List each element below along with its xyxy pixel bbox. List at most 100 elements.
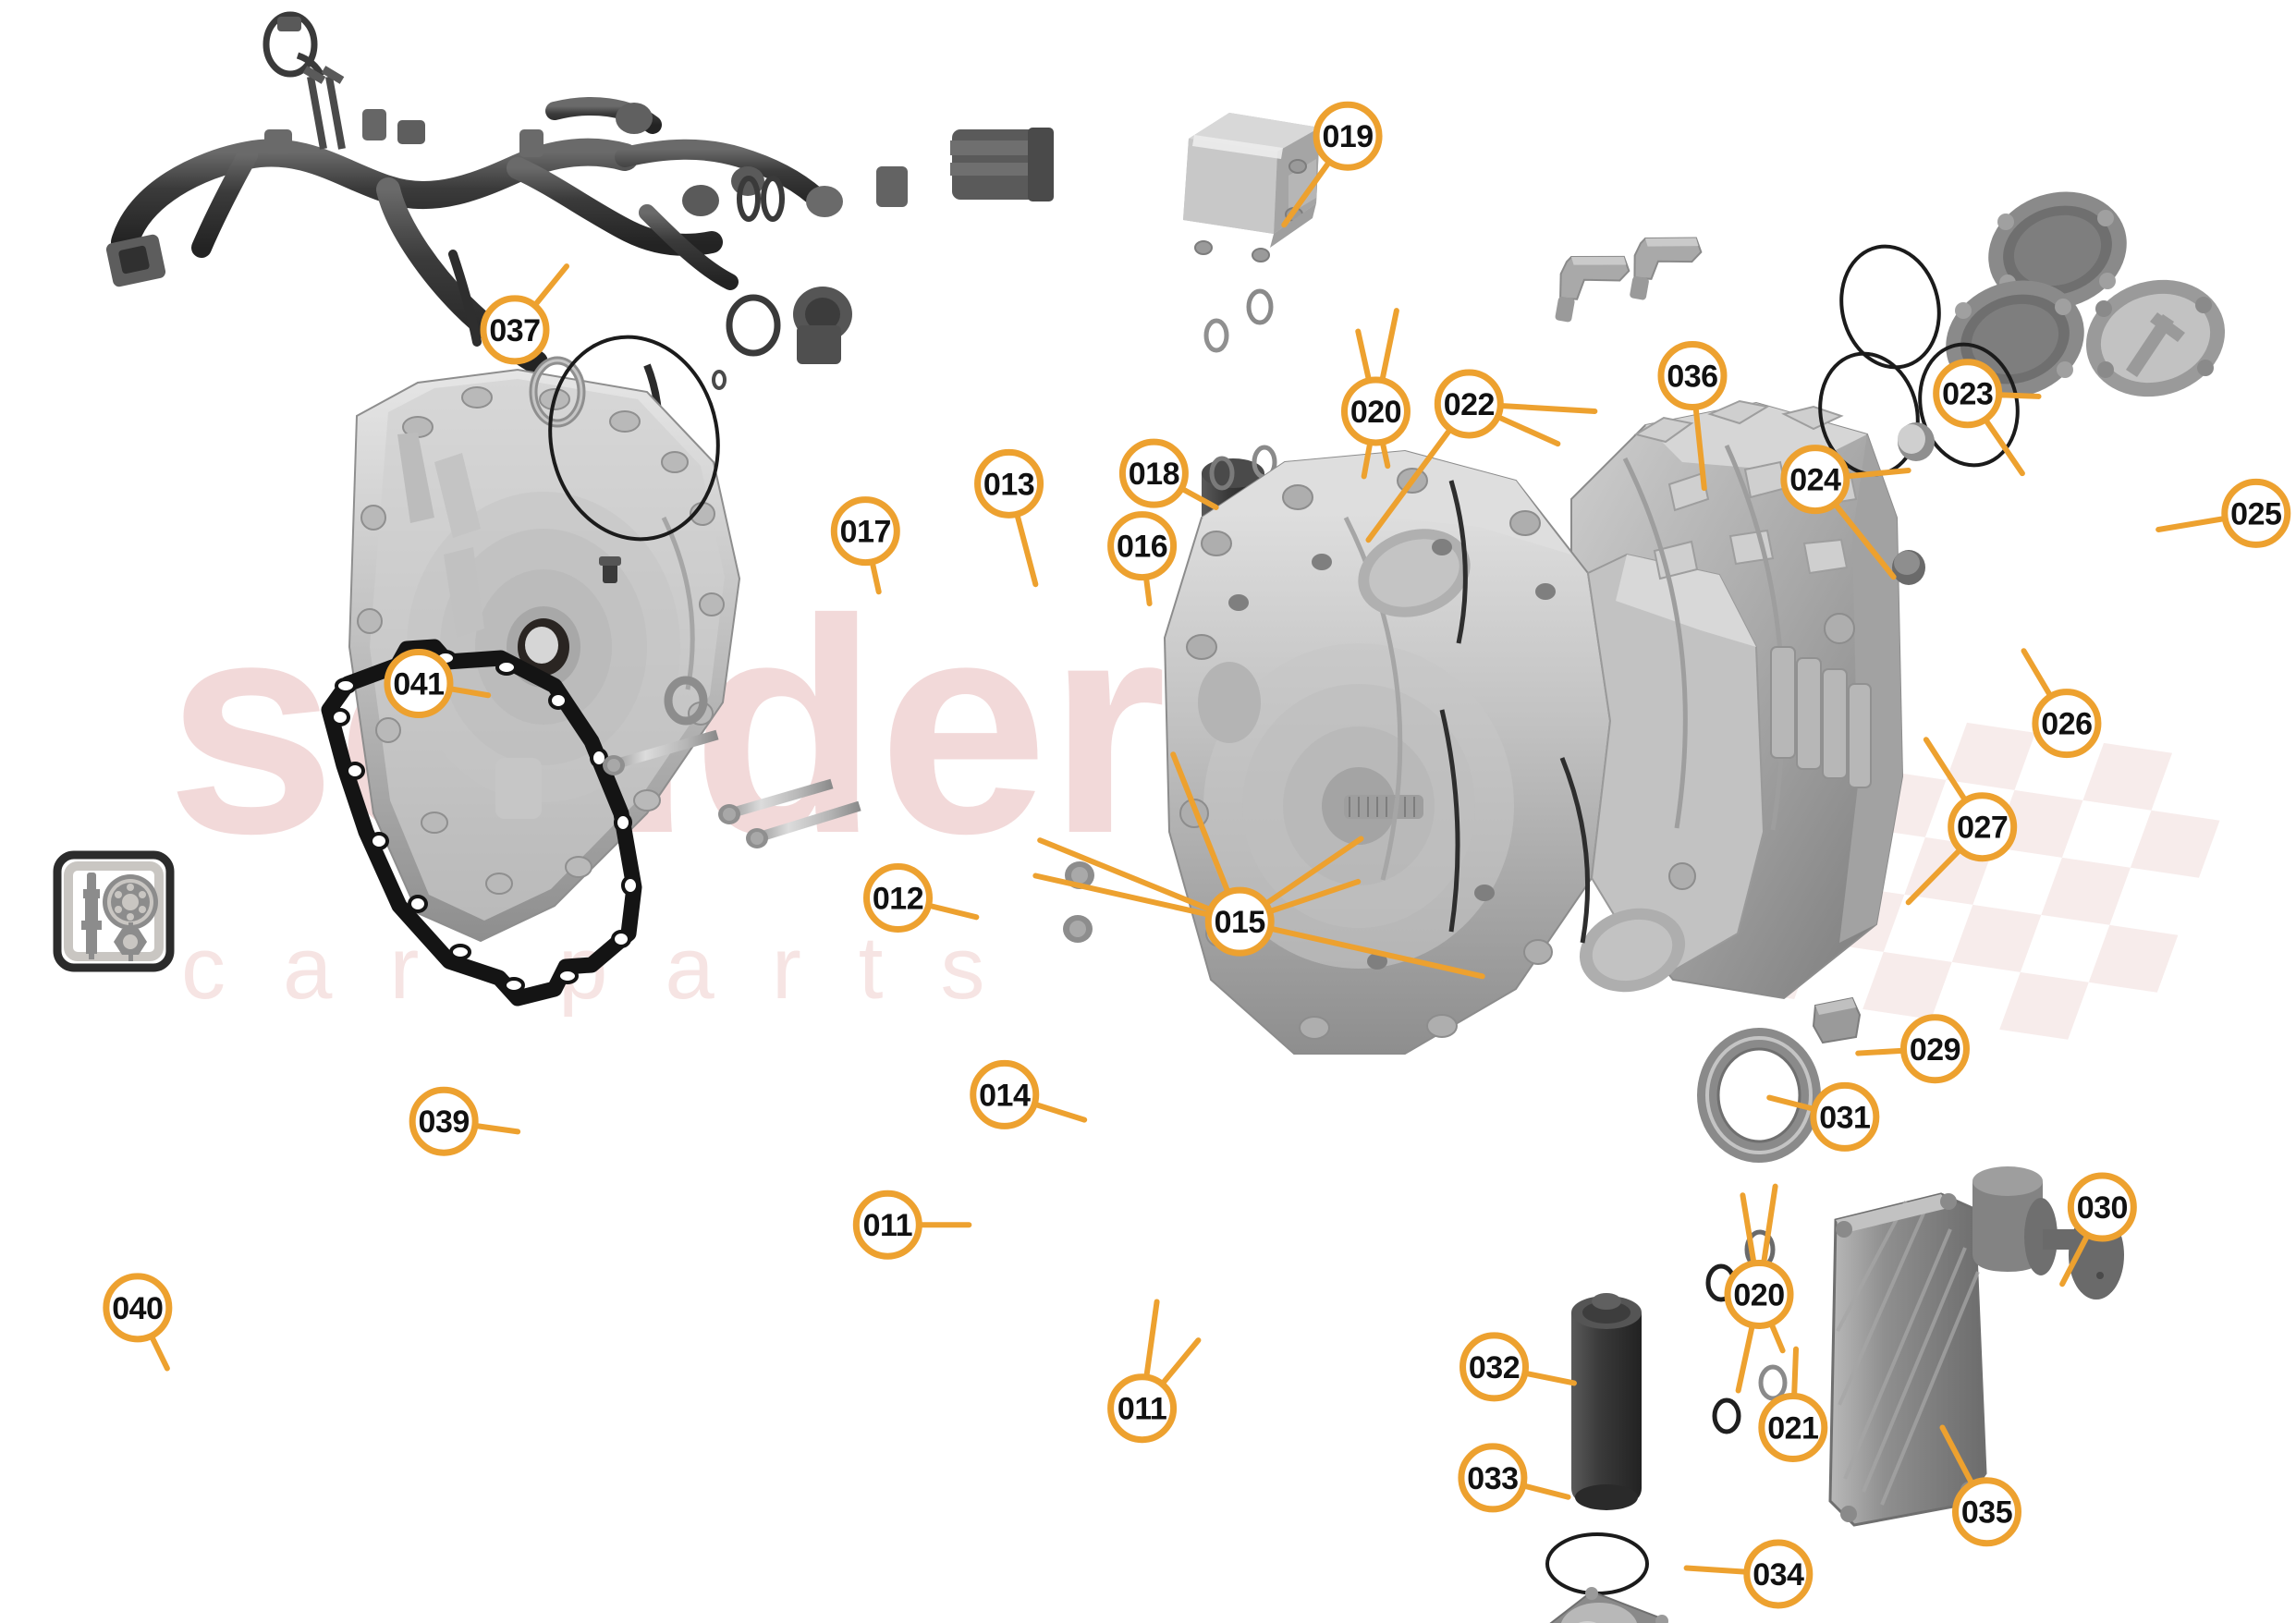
callout-rubber-plug[interactable]: 027 (1948, 792, 2018, 862)
leader-line-013 (1013, 509, 1039, 588)
callout-bubble[interactable] (1933, 359, 2003, 429)
callout-shaft-seal-ring[interactable]: 031 (1810, 1081, 1880, 1152)
leader-line-024 (1841, 467, 1911, 480)
callout-number: 034 (1753, 1557, 1804, 1592)
callout-o-ring-gasket[interactable]: 026 (2032, 689, 2102, 759)
callout-number: 033 (1467, 1461, 1518, 1496)
callout-plug-screw[interactable]: 012 (863, 863, 934, 934)
callout-bubble[interactable] (1899, 1014, 1970, 1084)
part-hex-bolts-housing (1063, 861, 1094, 943)
callout-number: 012 (873, 882, 923, 917)
callout-wiring-harness[interactable]: 037 (480, 295, 550, 365)
leader-line-033 (1518, 1482, 1571, 1500)
leader-line-012 (923, 902, 980, 921)
callout-bubble[interactable] (1204, 886, 1275, 957)
callout-bubble[interactable] (1657, 341, 1728, 411)
callout-bubble[interactable] (1459, 1332, 1530, 1402)
callout-gearbox-housing[interactable]: 036 (1657, 341, 1728, 411)
part-long-flange-bolt-b (718, 778, 861, 848)
callout-bubble[interactable] (1434, 369, 1504, 439)
callout-bubble[interactable] (1118, 438, 1189, 508)
callout-bubble[interactable] (1313, 101, 1383, 171)
callout-bubble[interactable] (852, 1190, 922, 1260)
leader-line-020 (1740, 1192, 1757, 1268)
callout-bubble[interactable] (830, 496, 900, 567)
callout-filter-cap[interactable]: 034 (1743, 1539, 1814, 1609)
leader-line-035 (1939, 1424, 1976, 1489)
part-shaft-seal-ring (1697, 1028, 1821, 1163)
callout-markers: 011 011 012 013 014 015 016 017 018 019 020 020 021 0… (103, 101, 2291, 1609)
callout-number: 031 (1819, 1100, 1870, 1135)
callout-number: 037 (489, 313, 540, 348)
callout-housing-gasket[interactable]: 039 (409, 1086, 479, 1156)
callout-bubble[interactable] (1758, 1392, 1828, 1462)
callout-bubble[interactable] (1107, 1373, 1178, 1444)
callout-bubble[interactable] (1948, 792, 2018, 862)
callout-bell-housing-cover[interactable]: 041 (384, 648, 454, 718)
callout-small-snap-ring[interactable]: 016 (1107, 511, 1178, 581)
callout-bubble[interactable] (863, 863, 934, 934)
callout-bubble[interactable] (1107, 511, 1178, 581)
callout-pulley-roller[interactable]: 018 (1118, 438, 1189, 508)
callout-number: 019 (1322, 119, 1373, 154)
leader-line-019 (1281, 157, 1334, 228)
callout-end-cover-plate[interactable]: 025 (2221, 478, 2291, 548)
callout-filter-o-ring[interactable]: 033 (1458, 1443, 1528, 1513)
callout-bearing-cover[interactable]: 023 (1933, 359, 2003, 429)
leader-line-025 (2156, 515, 2230, 532)
callout-bubble[interactable] (1743, 1539, 1814, 1609)
part-control-unit (1183, 113, 1320, 262)
callout-long-flange-bolt[interactable]: 011 (1107, 1373, 1178, 1444)
part-wiring-harness (105, 11, 1054, 489)
callout-seal-washer[interactable]: 014 (970, 1059, 1040, 1129)
callout-bubble[interactable] (1810, 1081, 1880, 1152)
callout-bubble[interactable] (384, 648, 454, 718)
callout-bubble[interactable] (409, 1086, 479, 1156)
callout-bubble[interactable] (1951, 1477, 2021, 1547)
callout-bubble[interactable] (2221, 478, 2291, 548)
callout-o-ring-seal[interactable]: 020 (1340, 376, 1411, 446)
callout-bubble[interactable] (1458, 1443, 1528, 1513)
callout-number: 014 (979, 1078, 1031, 1113)
leader-line-037 (531, 263, 569, 311)
callout-service-kit[interactable]: 040 (103, 1273, 173, 1343)
callout-bubble[interactable] (480, 295, 550, 365)
part-oil-filter (1571, 1293, 1642, 1510)
callout-long-flange-bolt[interactable]: 011 (852, 1190, 922, 1260)
part-o-ring-group-upper (1203, 288, 1277, 491)
callout-o-ring-seal[interactable]: 021 (1758, 1392, 1828, 1462)
leader-line-020 (1378, 308, 1399, 385)
callout-number: 020 (1350, 395, 1401, 430)
part-end-cover-plate (2085, 279, 2226, 397)
part-shaft-seal (529, 356, 586, 428)
leader-line-023 (1981, 415, 2025, 477)
callout-bubble[interactable] (103, 1273, 173, 1343)
callout-number: 018 (1129, 457, 1179, 492)
callout-bubble[interactable] (1780, 445, 1850, 515)
callout-bubble[interactable] (1340, 376, 1411, 446)
callout-number: 026 (2041, 707, 2092, 742)
callout-number: 029 (1910, 1032, 1960, 1068)
callout-o-ring-gasket[interactable]: 024 (1780, 445, 1850, 515)
leader-line-030 (2059, 1230, 2092, 1287)
callout-speed-sensor[interactable]: 022 (1434, 369, 1504, 439)
callout-large-o-ring[interactable]: 013 (974, 448, 1044, 519)
callout-hex-bolt[interactable]: 015 (1204, 886, 1275, 957)
callout-control-unit[interactable]: 019 (1313, 101, 1383, 171)
callout-bubble[interactable] (2067, 1172, 2137, 1242)
callout-number: 020 (1733, 1277, 1784, 1312)
part-filter-cap (1549, 1587, 1668, 1623)
callout-oil-filter[interactable]: 032 (1459, 1332, 1530, 1402)
callout-bubble[interactable] (1724, 1259, 1794, 1329)
callout-bubble[interactable] (970, 1059, 1040, 1129)
callout-shaft-seal[interactable]: 017 (830, 496, 900, 567)
callout-bubble[interactable] (2032, 689, 2102, 759)
leader-line-036 (1692, 402, 1707, 492)
callout-oil-cooler[interactable]: 035 (1951, 1477, 2021, 1547)
callout-magnet-clip[interactable]: 029 (1899, 1014, 1970, 1084)
callout-filter-plunger[interactable]: 030 (2067, 1172, 2137, 1242)
callout-bubble[interactable] (974, 448, 1044, 519)
leader-line-015 (1261, 836, 1364, 909)
callout-o-ring-seal[interactable]: 020 (1724, 1259, 1794, 1329)
part-rubber-plugs (1892, 422, 1935, 585)
